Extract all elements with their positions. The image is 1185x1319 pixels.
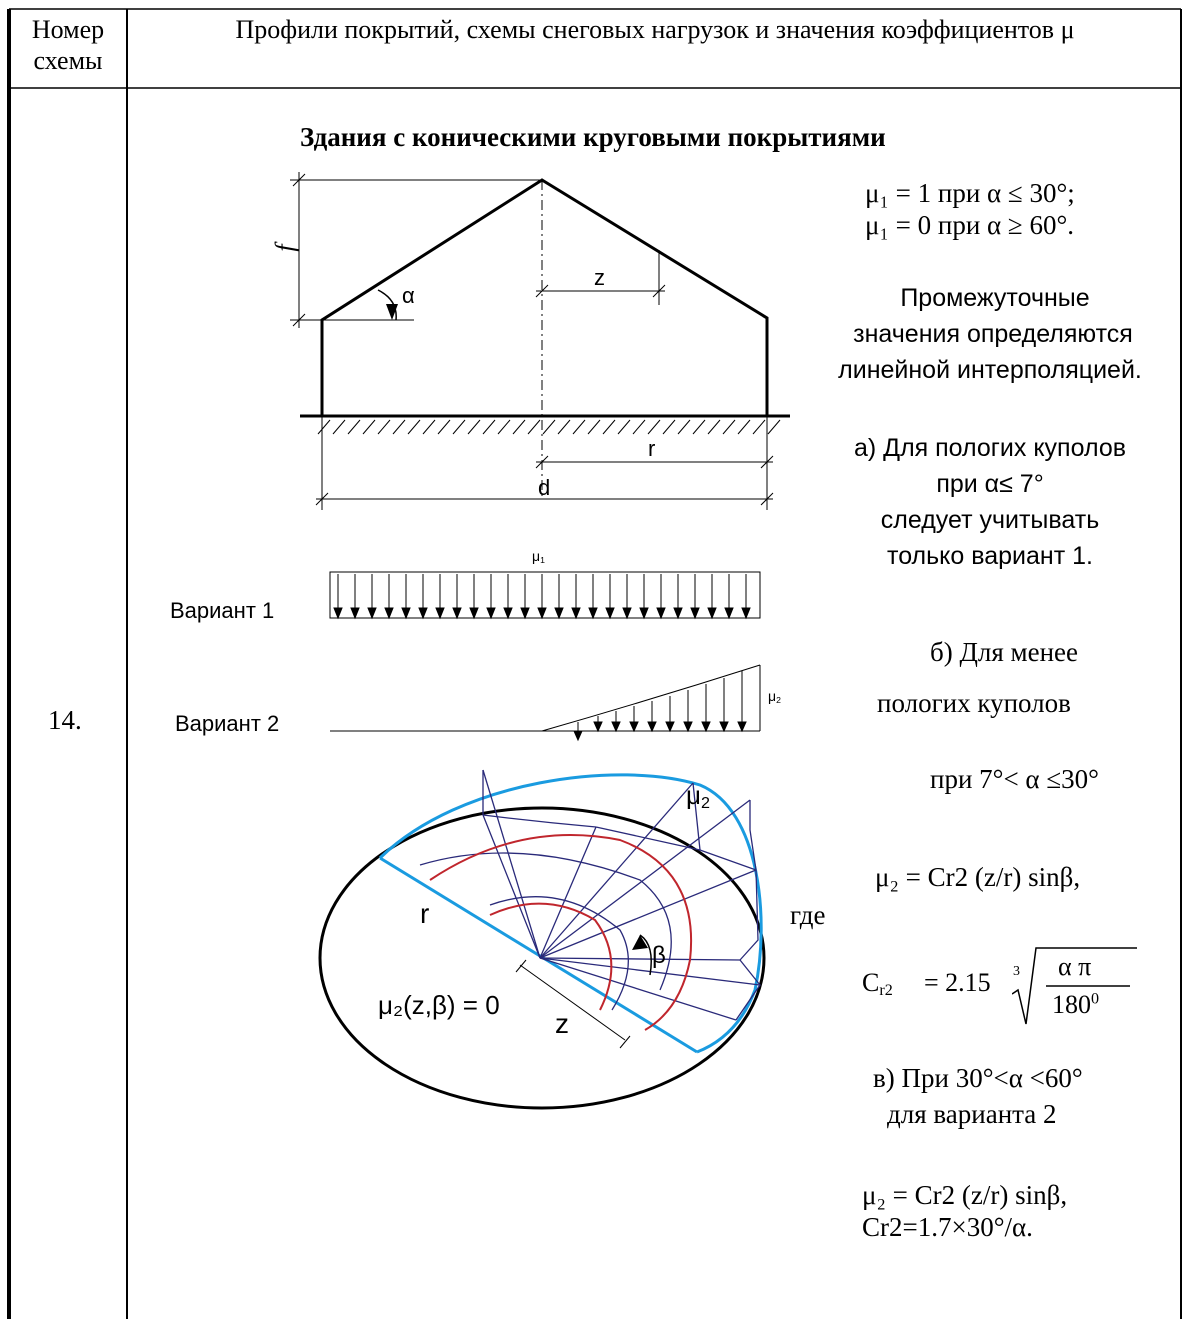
case-a-line1: а) Для пологих куполов	[853, 434, 1127, 462]
formula-mu2-c: μ₂ = Cr2 (z/r) sinβ,	[862, 1180, 1068, 1210]
case-a-line2: при α≤ 7°	[936, 470, 1044, 498]
interp-line3: линейной интерполяцией.	[838, 356, 1142, 384]
scheme-number: 14.	[48, 705, 82, 735]
plan-label-mu2: μ2	[686, 780, 710, 813]
case-c-line2: для варианта 2	[887, 1099, 1057, 1129]
label-mu1: μ1	[532, 548, 545, 566]
variant1-label: Вариант 1	[170, 598, 275, 623]
variant1-load	[329, 571, 761, 619]
interp-line1: Промежуточные	[900, 284, 1090, 312]
section-title: Здания с коническими круговыми покрытиям…	[300, 122, 886, 152]
case-b-line3: при 7°< α ≤30°	[930, 764, 1099, 794]
variant2-load	[330, 664, 761, 732]
plan-label-z: z	[555, 1008, 569, 1039]
col1-header: Номер схемы	[31, 15, 105, 75]
plan-zero-formula: μ₂(z,β) = 0	[378, 990, 500, 1020]
plan-label-beta: β	[652, 942, 666, 969]
case-b-line1: б) Для менее	[930, 637, 1079, 667]
variant1-arrows	[333, 574, 751, 620]
alpha-arrowhead	[386, 304, 398, 320]
plan-view	[318, 769, 766, 1110]
case-c-line1: в) При 30°<α <60°	[873, 1063, 1083, 1093]
label-d: d	[538, 475, 551, 500]
case-a-line4: только вариант 1.	[887, 542, 1093, 570]
formula-mu2: μ₂ = Cr2 (z/r) sinβ,	[875, 862, 1081, 892]
variant2-label: Вариант 2	[175, 711, 280, 736]
formula-cr2: Cr2 = 2.15 3 α π 1800	[862, 944, 1162, 1034]
formula-cr2-c: Cr2=1.7×30°/α.	[862, 1212, 1033, 1242]
label-alpha: α	[402, 283, 415, 308]
mu1-rule-a: μ₁ = 1 при α ≤ 30°;	[865, 178, 1075, 208]
case-b-line2: пологих куполов	[877, 688, 1071, 718]
where-label: где	[790, 900, 826, 930]
case-a-line3: следует учитывать	[880, 506, 1100, 534]
variant2-arrows	[573, 671, 747, 742]
mu1-rule-b: μ₁ = 0 при α ≥ 60°.	[865, 210, 1075, 240]
label-r: r	[648, 436, 656, 461]
label-f: f	[270, 244, 300, 252]
beta-arrowhead	[632, 935, 648, 950]
building-section	[290, 172, 790, 510]
col2-header: Профили покрытий, схемы снеговых нагрузо…	[235, 15, 1075, 44]
label-mu2: μ2	[768, 688, 781, 706]
interp-line2: значения определяются	[853, 320, 1133, 348]
plan-label-r: r	[420, 898, 430, 929]
label-z: z	[594, 265, 605, 290]
